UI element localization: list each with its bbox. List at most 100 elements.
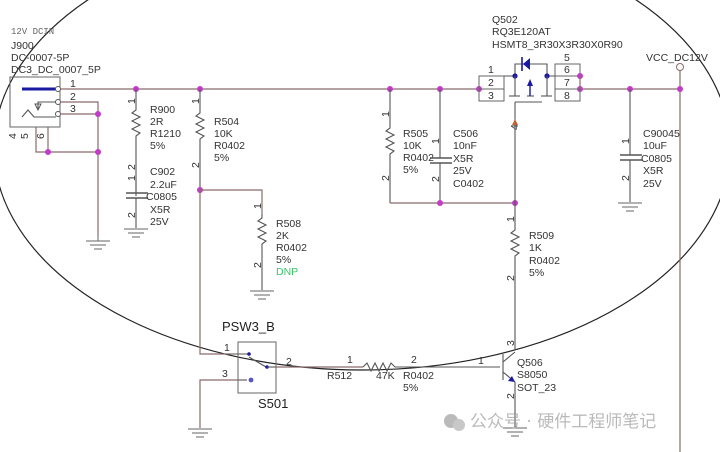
capacitor-ref: C506 <box>453 128 478 140</box>
resistor-package: R0402 <box>529 255 560 267</box>
switch-s501[interactable]: PSW3_B 1 2 3 S501 <box>222 319 292 411</box>
resistor-r504[interactable]: 1 2 R504 10K R0402 5% <box>190 89 245 190</box>
pin-label: 1 <box>430 138 442 144</box>
capacitor-package: C0805 <box>641 153 672 165</box>
capacitor-value: 10uF <box>643 140 667 152</box>
resistor-tolerance: 5% <box>403 164 418 176</box>
pin-label: 6 <box>35 133 47 139</box>
pin-label: 2 <box>488 77 494 89</box>
capacitor-voltage: 25V <box>150 216 169 228</box>
transistor-part: S8050 <box>517 369 548 381</box>
watermark: 公众号 · 硬件工程师笔记 <box>444 412 656 432</box>
pin-label: 2 <box>505 275 517 281</box>
pin-label: 1 <box>478 355 484 367</box>
resistor-package: R1210 <box>150 128 181 140</box>
resistor-package: R0402 <box>276 242 307 254</box>
mosfet-q502[interactable]: Q502 RQ3E120AT HSMT8_3R30X3R30X0R90 1 2 … <box>478 14 623 203</box>
resistor-ref: R512 <box>327 370 352 382</box>
transistor-q506[interactable]: 3 1 2 Q506 S8050 SOT_23 <box>478 340 556 437</box>
watermark-text: 公众号 · 硬件工程师笔记 <box>470 412 656 432</box>
ground-icon <box>250 290 274 300</box>
capacitor-dielectric: X5R <box>453 153 474 165</box>
resistor-value: 10K <box>214 128 233 140</box>
connector-note: 12V DCIN <box>11 27 54 37</box>
ground-icon <box>86 236 110 250</box>
resistor-value: 2K <box>276 230 289 242</box>
mosfet-part: RQ3E120AT <box>492 26 551 38</box>
resistor-value: 2R <box>150 116 164 128</box>
connector-ref: J900 <box>11 40 34 52</box>
transistor-package: SOT_23 <box>517 382 556 394</box>
capacitor-package: C0805 <box>146 191 177 203</box>
resistor-tolerance: 5% <box>529 267 544 279</box>
pin-label: 1 <box>620 138 632 144</box>
capacitor-value: 10nF <box>453 140 477 152</box>
pin-label: 2 <box>190 162 202 168</box>
pin-label: 3 <box>488 90 494 102</box>
resistor-r509[interactable]: 1 2 R509 1K R0402 5% <box>505 203 560 350</box>
resistor-value: 1K <box>529 242 542 254</box>
pin-label: 7 <box>564 77 570 89</box>
capacitor-dielectric: X5R <box>150 204 171 216</box>
pin-label: 2 <box>411 354 417 366</box>
capacitor-ref: C902 <box>150 166 175 178</box>
resistor-r512[interactable]: 1 2 R512 47K R0402 5% <box>276 354 500 394</box>
resistor-tolerance: 5% <box>403 382 418 394</box>
resistor-tolerance: 5% <box>214 152 229 164</box>
switch-ref: S501 <box>258 396 288 411</box>
capacitor-value: 2.2uF <box>150 179 177 191</box>
pin-label: 2 <box>126 164 138 170</box>
resistor-package: R0402 <box>403 152 434 164</box>
pin-label: 4 <box>7 133 19 139</box>
capacitor-c902[interactable]: 1 2 C902 2.2uF C0805 X5R 25V <box>124 166 177 238</box>
resistor-ref: R505 <box>403 128 428 140</box>
resistor-value: 10K <box>403 140 422 152</box>
capacitor-c506[interactable]: 1 2 C506 10nF X5R 25V C0402 <box>430 89 484 203</box>
capacitor-voltage: 25V <box>453 165 472 177</box>
pin-label: 1 <box>224 342 230 354</box>
pin-label: 5 <box>19 133 31 139</box>
ground-icon <box>618 202 642 212</box>
pin-label: 1 <box>252 203 264 209</box>
capacitor-voltage: 25V <box>643 178 662 190</box>
resistor-r505[interactable]: 1 2 R505 10K R0402 5% <box>380 89 434 203</box>
pin-label: 1 <box>126 98 138 104</box>
ground-icon <box>124 228 148 238</box>
resistor-ref: R509 <box>529 230 554 242</box>
resistor-ref: R508 <box>276 218 301 230</box>
mosfet-ref: Q502 <box>492 14 518 26</box>
resistor-value: 47K <box>376 370 395 382</box>
connector-j900[interactable]: 12V DCIN J900 DC-0007-5P DC3_DC_0007_5P … <box>7 27 101 139</box>
resistor-ref: R504 <box>214 116 239 128</box>
pin-label: 1 <box>347 354 353 366</box>
pin-label: 2 <box>430 176 442 182</box>
resistor-r508[interactable]: 1 2 R508 2K R0402 5% DNP <box>250 203 307 300</box>
pin-label: 1 <box>380 111 392 117</box>
pin-label: 3 <box>505 340 517 346</box>
pin-label: 1 <box>505 216 517 222</box>
resistor-r900[interactable]: 1 2 R900 2R R1210 5% <box>126 89 181 196</box>
pin-label: 2 <box>70 91 76 103</box>
resistor-tolerance: 5% <box>276 254 291 266</box>
resistor-package: R0402 <box>214 140 245 152</box>
pin-label: 1 <box>70 78 76 90</box>
pin-label: 1 <box>190 98 202 104</box>
dnp-label: DNP <box>276 266 298 278</box>
pin-label: 2 <box>620 175 632 181</box>
connector-footprint: DC3_DC_0007_5P <box>11 64 101 76</box>
pin-label: 1 <box>488 64 494 76</box>
pin-label: 2 <box>380 175 392 181</box>
pin-label: 5 <box>564 52 570 64</box>
mosfet-footprint: HSMT8_3R30X3R30X0R90 <box>492 39 623 51</box>
pin-label: 2 <box>252 262 264 268</box>
capacitor-c90045[interactable]: 1 2 C90045 10uF C0805 X5R 25V <box>618 89 680 212</box>
pin-label: 2 <box>505 393 517 399</box>
highlight-ellipse <box>0 0 720 371</box>
switch-label: PSW3_B <box>222 319 275 334</box>
pin-label: 1 <box>126 175 138 181</box>
resistor-tolerance: 5% <box>150 140 165 152</box>
capacitor-ref: C90045 <box>643 128 680 140</box>
ground-icon <box>503 427 527 437</box>
net-label-vcc: VCC_DC12V <box>646 52 708 64</box>
